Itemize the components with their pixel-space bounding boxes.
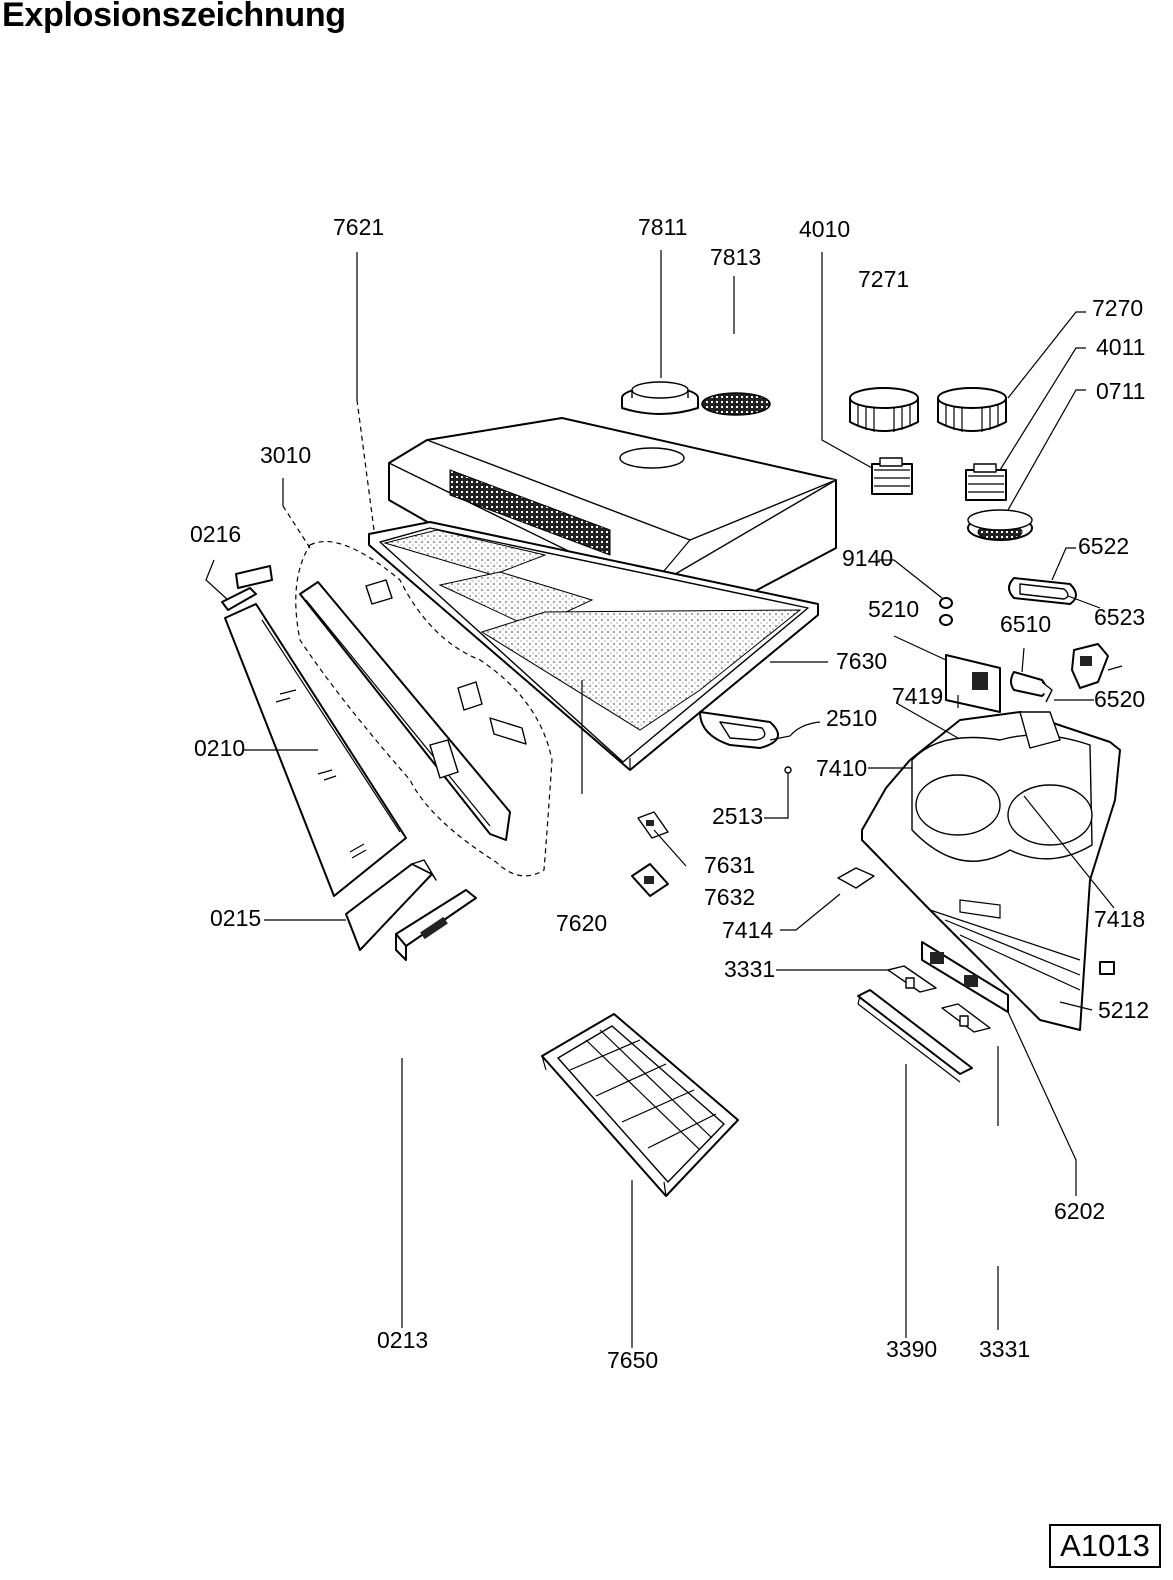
button-strip [857, 989, 973, 1083]
part-label: 7631 [704, 852, 755, 878]
part-label: 0215 [210, 905, 261, 931]
part-label: 4010 [799, 216, 850, 242]
screw [784, 766, 792, 782]
part-label: 0216 [190, 521, 241, 547]
circuit-board [945, 654, 1001, 713]
part-label: 7621 [333, 214, 384, 240]
part-label: 0210 [194, 735, 245, 761]
carbon-filter-left [849, 387, 919, 432]
leader-lines [205, 250, 1115, 1348]
part-label: 6202 [1054, 1198, 1105, 1224]
front-bar-assembly-outline [295, 541, 553, 877]
part-label: 7632 [704, 884, 755, 910]
adapter-grid [701, 392, 771, 416]
part-label: 6523 [1094, 604, 1145, 630]
part-label: 3331 [724, 956, 775, 982]
part-label: 7650 [607, 1347, 658, 1373]
part-label: 7410 [816, 755, 867, 781]
part-7632 [631, 863, 669, 897]
grease-filter-frame [368, 521, 819, 771]
part-label: 5210 [868, 596, 919, 622]
part-label: 2513 [712, 803, 763, 829]
front-bar [299, 581, 511, 841]
button-3331-top [887, 965, 937, 993]
end-cap-0216 [221, 565, 273, 611]
part-label: 6510 [1000, 611, 1051, 637]
filter-cassette [541, 1013, 739, 1197]
part-label: 7811 [638, 214, 687, 240]
lamp-holder [1008, 577, 1077, 605]
part-7631 [637, 811, 669, 839]
knob-9140 [939, 597, 953, 626]
round-adapter [621, 381, 699, 415]
part-label: 7418 [1094, 906, 1145, 932]
part-label: 6520 [1094, 686, 1145, 712]
switch [1071, 643, 1123, 689]
part-label: 7620 [556, 910, 607, 936]
bracket-parts [365, 579, 527, 745]
end-piece-0215 [345, 859, 437, 951]
part-labels: 7621 7811 7813 4010 7271 7270 4011 0711 … [190, 214, 1149, 1373]
part-label: 9140 [842, 545, 893, 571]
motor-part-4010 [871, 457, 913, 495]
part-label: 2510 [826, 705, 877, 731]
part-label: 7271 [858, 266, 909, 292]
part-label: 5212 [1098, 997, 1149, 1023]
part-label: 7813 [710, 244, 761, 270]
part-label: 3331 [979, 1336, 1030, 1362]
part-label: 3390 [886, 1336, 937, 1362]
lamp [1010, 671, 1053, 703]
part-label: 7414 [722, 917, 773, 943]
part-label: 4011 [1096, 334, 1145, 360]
light-cover [699, 711, 779, 749]
clip-5212 [1099, 961, 1115, 975]
part-label: 0711 [1096, 378, 1145, 404]
control-housing [395, 889, 477, 961]
part-label: 3010 [260, 442, 311, 468]
motor-part-4011 [965, 463, 1007, 501]
part-label: 7630 [836, 648, 887, 674]
page-title: Explosionszeichnung [2, 0, 346, 34]
fan-housing [861, 711, 1121, 1031]
hood-vent-slots [449, 469, 611, 556]
carbon-filter-right [937, 387, 1007, 432]
part-label: 7419 [892, 683, 943, 709]
drawing-code: A1013 [1049, 1524, 1161, 1568]
part-label: 6522 [1078, 533, 1129, 559]
part-label: 7270 [1092, 295, 1143, 321]
sensor-part [837, 867, 875, 889]
part-label: 0213 [377, 1327, 428, 1353]
fan-impeller [967, 509, 1033, 541]
button-3331-bottom [941, 1003, 991, 1033]
